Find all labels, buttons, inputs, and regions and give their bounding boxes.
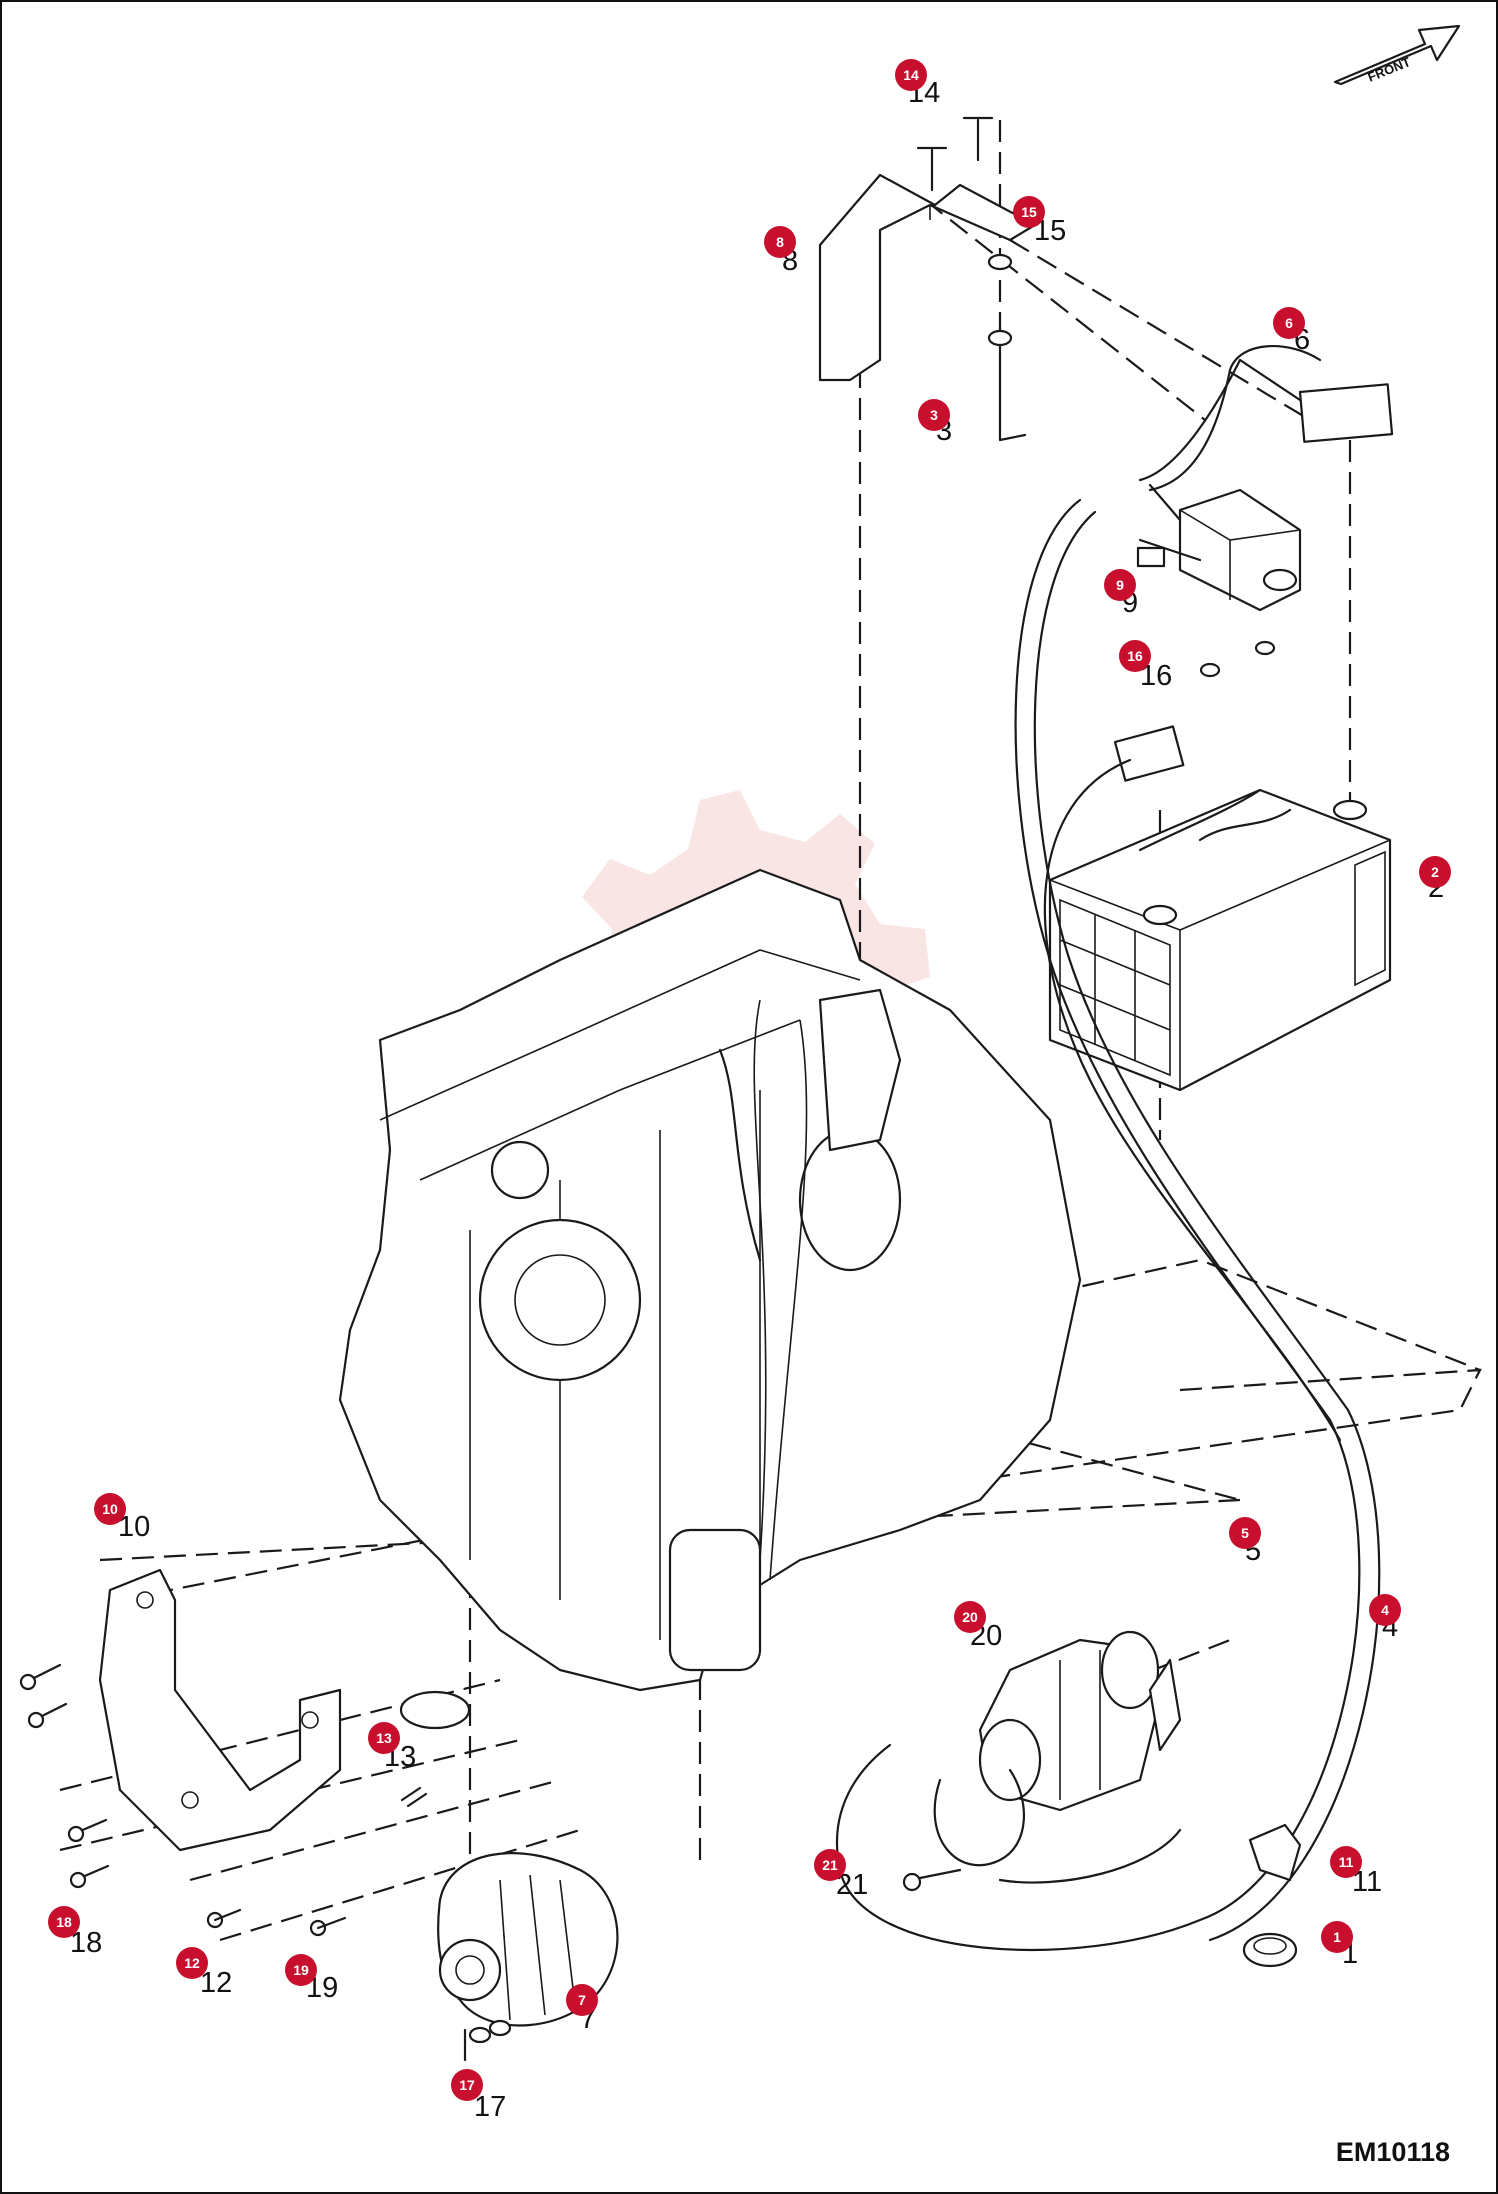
callout-layer: 1122334455667788991010111112121313141415… bbox=[48, 59, 1451, 2123]
callout-7: 77 bbox=[566, 1984, 598, 2035]
callout-badge-icon bbox=[368, 1722, 400, 1754]
cable-6 bbox=[1138, 344, 1394, 492]
callout-badge-icon bbox=[48, 1906, 80, 1938]
engine-block bbox=[338, 868, 1082, 1692]
bracket-8 bbox=[818, 173, 1037, 382]
callout-badge-label: 21 bbox=[822, 1857, 838, 1873]
bolt-19 bbox=[309, 1916, 347, 1937]
callout-badge-label: 1 bbox=[1333, 1929, 1341, 1945]
callout-number: 12 bbox=[200, 1967, 232, 1999]
callout-badge-icon bbox=[285, 1954, 317, 1986]
callout-badge-label: 5 bbox=[1241, 1525, 1249, 1541]
callout-badge-label: 15 bbox=[1021, 204, 1037, 220]
assembly-guide-lines bbox=[59, 120, 1482, 1942]
clamp-1 bbox=[1242, 1932, 1298, 1968]
callout-2: 22 bbox=[1419, 856, 1451, 904]
callout-badge-label: 10 bbox=[102, 1501, 118, 1517]
callout-badge-icon bbox=[566, 1984, 598, 2016]
callout-badge-icon bbox=[451, 2069, 483, 2101]
nut-15 bbox=[987, 253, 1013, 347]
alternator-7 bbox=[437, 1852, 619, 2062]
callout-badge-label: 20 bbox=[962, 1609, 978, 1625]
callout-badge-icon bbox=[1119, 640, 1151, 672]
cable-4 bbox=[835, 498, 1381, 1951]
callout-1: 11 bbox=[1321, 1921, 1358, 1970]
callout-number: 17 bbox=[474, 2091, 506, 2123]
callout-badge-label: 9 bbox=[1116, 577, 1124, 593]
callout-badge-icon bbox=[176, 1947, 208, 1979]
callout-5: 55 bbox=[1229, 1517, 1261, 1567]
callout-badge-icon bbox=[1419, 856, 1451, 888]
starter-motor-20 bbox=[978, 1630, 1182, 1812]
callout-badge-label: 17 bbox=[459, 2077, 475, 2093]
bolt-21 bbox=[902, 1868, 962, 1892]
relay-9 bbox=[1136, 483, 1302, 612]
callout-badge-label: 8 bbox=[776, 234, 784, 250]
callout-badge-icon bbox=[94, 1493, 126, 1525]
callout-6: 66 bbox=[1273, 307, 1310, 356]
callout-badge-icon bbox=[918, 399, 950, 431]
bolt-18 bbox=[19, 1663, 110, 1889]
callout-3: 33 bbox=[918, 399, 952, 447]
callout-badge-icon bbox=[1229, 1517, 1261, 1549]
callout-badge-icon bbox=[895, 59, 927, 91]
callout-badge-icon bbox=[1013, 196, 1045, 228]
nut-16 bbox=[1199, 640, 1276, 678]
callout-badge-icon bbox=[954, 1601, 986, 1633]
callout-badge-icon bbox=[1273, 307, 1305, 339]
callout-4: 44 bbox=[1369, 1594, 1401, 1643]
callout-badge-label: 12 bbox=[184, 1955, 200, 1971]
clip-11 bbox=[1248, 1823, 1302, 1882]
callout-badge-label: 13 bbox=[376, 1730, 392, 1746]
callout-badge-label: 3 bbox=[930, 407, 938, 423]
callout-badge-label: 11 bbox=[1339, 1854, 1354, 1870]
cable-5 bbox=[933, 1768, 1182, 1884]
bolt-3 bbox=[998, 343, 1027, 442]
callout-badge-icon bbox=[1321, 1921, 1353, 1953]
bolt-14 bbox=[916, 116, 994, 192]
callout-badge-label: 16 bbox=[1127, 648, 1143, 664]
callout-badge-label: 4 bbox=[1381, 1602, 1389, 1618]
callout-badge-label: 2 bbox=[1431, 864, 1439, 880]
callout-badge-icon bbox=[814, 1849, 846, 1881]
callout-badge-label: 19 bbox=[293, 1962, 309, 1978]
callout-badge-label: 7 bbox=[578, 1992, 586, 2008]
callout-8: 88 bbox=[764, 226, 798, 277]
callout-badge-icon bbox=[1104, 569, 1136, 601]
battery-2 bbox=[1048, 725, 1392, 1092]
callout-badge-label: 18 bbox=[56, 1914, 72, 1930]
front-direction-arrow: FRONT bbox=[1333, 24, 1461, 86]
callout-badge-label: 14 bbox=[903, 67, 919, 83]
bolt-12 bbox=[206, 1908, 242, 1929]
nut-17 bbox=[468, 2019, 512, 2044]
bracket-10 bbox=[98, 1568, 342, 1852]
callout-badge-icon bbox=[1369, 1594, 1401, 1626]
callout-9: 99 bbox=[1104, 569, 1138, 619]
diagram-code: EM10118 bbox=[1335, 2137, 1450, 2167]
clamp-13 bbox=[399, 1690, 471, 1808]
callout-badge-icon bbox=[764, 226, 796, 258]
callout-badge-label: 6 bbox=[1285, 315, 1293, 331]
callout-badge-icon bbox=[1330, 1846, 1362, 1878]
